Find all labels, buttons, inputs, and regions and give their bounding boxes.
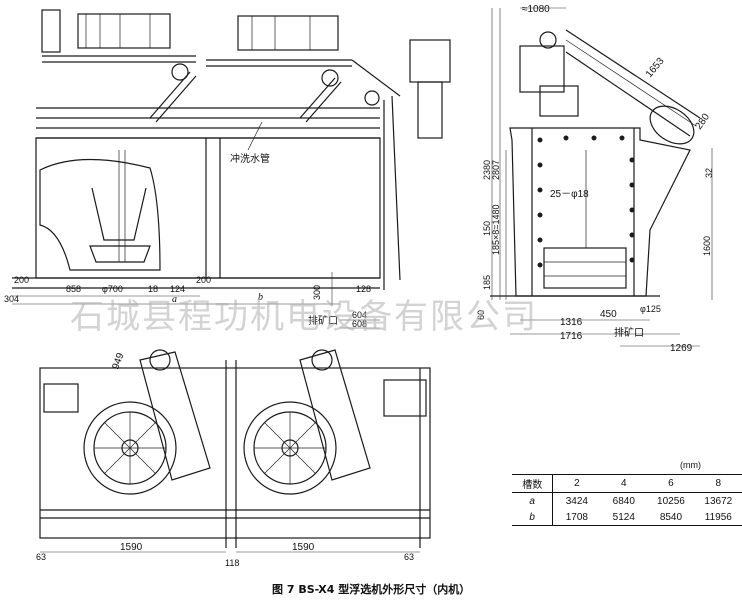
left-post xyxy=(41,9,61,53)
dim-1653: 1653 xyxy=(644,55,667,79)
dim-858: 858 xyxy=(66,284,81,294)
front-discharge-port-label: 排矿口 xyxy=(308,314,338,327)
dim-200-top: 200 xyxy=(14,275,29,285)
wash-pipe-label: 冲洗水管 xyxy=(230,152,270,165)
table-cell: a xyxy=(512,492,554,509)
table-cell: 5124 xyxy=(600,509,648,526)
side-view xyxy=(490,7,713,347)
dim-2380: 2380 xyxy=(482,160,492,180)
dim-118: 118 xyxy=(225,558,239,568)
table-header-row: 槽数 2 4 6 8 xyxy=(512,474,742,493)
dim-185x8: 185×8=1480 xyxy=(491,204,501,255)
figure-caption: 图 7 BS-X4 型浮选机外形尺寸（内机） xyxy=(272,583,471,596)
impeller-gear-left xyxy=(83,401,177,495)
motor-left xyxy=(77,13,171,49)
dim-124: 124 xyxy=(170,284,185,294)
side-discharge-port-label: 排矿口 xyxy=(614,326,644,339)
dim-200-bottom: 200 xyxy=(196,275,211,285)
table-header-cell: 4 xyxy=(600,474,648,493)
table-cell: 10256 xyxy=(657,495,685,507)
dim-604: 604 xyxy=(352,310,367,320)
dim-b: b xyxy=(258,292,263,303)
dim-1590-right: 1590 xyxy=(292,542,315,553)
plan-view xyxy=(39,349,431,553)
table-row: a 3424 6840 10256 13672 xyxy=(512,492,742,509)
dim-304: 304 xyxy=(4,294,19,304)
motor-right xyxy=(237,15,339,51)
dim-phi700: φ700 xyxy=(102,284,123,294)
table-header-cell: 6 xyxy=(647,474,695,493)
dim-1269: 1269 xyxy=(670,343,693,354)
dim-608: 608 xyxy=(352,319,367,329)
dim-a: a xyxy=(172,294,177,305)
table-cell: 6840 xyxy=(612,495,635,507)
table-header-cell: 槽数 xyxy=(512,474,554,493)
table-row: b 1708 5124 8540 11956 xyxy=(512,509,742,526)
dim-32: 32 xyxy=(704,168,714,178)
table-cell: 3424 xyxy=(565,495,588,507)
dim-1716: 1716 xyxy=(560,331,583,342)
dim-63-right: 63 xyxy=(404,552,414,562)
dim-300: 300 xyxy=(312,285,322,300)
dim-1590-left: 1590 xyxy=(120,542,143,553)
impeller-gear-right xyxy=(243,401,337,495)
dim-63-left: 63 xyxy=(36,552,46,562)
dim-1080: ≈1080 xyxy=(522,4,550,15)
table-cell: 8540 xyxy=(647,509,695,526)
holes-label: 25－φ18 xyxy=(550,189,589,200)
table-unit: (mm) xyxy=(680,460,701,470)
dim-280: 280 xyxy=(693,111,712,131)
table-cell: b xyxy=(512,509,554,526)
dim-1316: 1316 xyxy=(560,317,583,328)
dim-2807: 2807 xyxy=(491,160,501,180)
dim-150: 150 xyxy=(482,221,492,236)
dim-18: 18 xyxy=(148,284,158,294)
dim-185: 185 xyxy=(482,275,492,290)
table-header-cell: 2 xyxy=(552,474,601,493)
dim-128: 128 xyxy=(356,284,371,294)
dim-60: 60 xyxy=(476,310,486,320)
table-header-cell: 8 xyxy=(694,474,742,493)
dimension-table: 槽数 2 4 6 8 a 3424 6840 10256 13672 b 170… xyxy=(512,474,742,526)
table-cell: 1708 xyxy=(552,509,601,526)
dim-phi125: φ125 xyxy=(640,304,661,314)
table-cell: 11956 xyxy=(694,509,742,526)
dim-1600: 1600 xyxy=(702,236,712,256)
dim-450: 450 xyxy=(600,309,617,320)
table-cell: 13672 xyxy=(704,495,733,507)
company-watermark: 石城县程功机电设备有限公司 xyxy=(70,297,538,337)
front-view xyxy=(12,9,451,329)
